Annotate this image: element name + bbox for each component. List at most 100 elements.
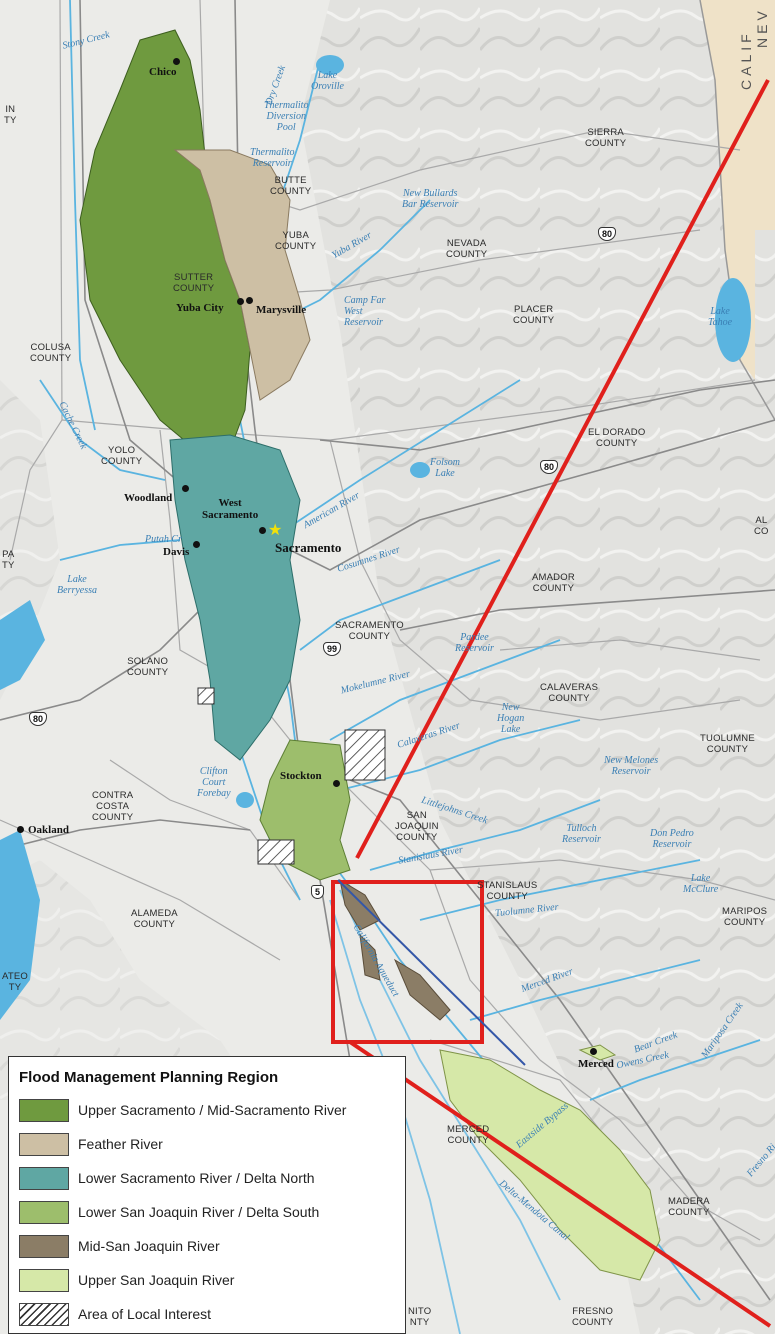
water-label: Putah Cr — [145, 534, 182, 545]
city-marker — [259, 527, 266, 534]
county-label: NITO NTY — [408, 1306, 432, 1328]
legend-label: Lower San Joaquin River / Delta South — [78, 1204, 320, 1220]
county-label: STANISLAUS COUNTY — [477, 880, 538, 902]
legend-swatch — [19, 1200, 69, 1224]
city-marker — [333, 780, 340, 787]
legend-swatch-hatch — [19, 1302, 69, 1326]
region-upper-san-joaquin — [439, 1049, 661, 1281]
lake-oroville — [316, 55, 344, 75]
legend-label: Area of Local Interest — [78, 1306, 212, 1322]
interstate-shield: 80 — [540, 460, 559, 474]
water-label: New Melones Reservoir — [604, 755, 659, 777]
region-mid-san-joaquin — [339, 878, 451, 1021]
legend-title: Flood Management Planning Region — [19, 1069, 279, 1086]
county-label: CONTRA COSTA COUNTY — [92, 790, 134, 823]
county-label: AL CO — [754, 515, 769, 537]
region-lower-sacramento — [169, 434, 301, 761]
county-label: MARIPOS COUNTY — [722, 906, 768, 928]
city-marker — [237, 298, 244, 305]
water-label: Folsom Lake — [430, 457, 460, 479]
county-label: YUBA COUNTY — [275, 230, 317, 252]
water-label: Thermalito Diversion Pool — [264, 100, 309, 133]
water-label: New Hogan Lake — [497, 702, 525, 735]
county-label: SAN JOAQUIN COUNTY — [395, 810, 439, 843]
county-label: COLUSA COUNTY — [30, 342, 72, 364]
folsom-lake — [410, 462, 430, 478]
legend-item: Lower San Joaquin River / Delta South — [19, 1195, 395, 1229]
county-label: YOLO COUNTY — [101, 445, 143, 467]
city-label: Stockton — [280, 770, 322, 782]
section-line — [337, 879, 526, 1066]
state-label-california: CALIF — [738, 30, 754, 90]
county-label: IN TY — [4, 104, 17, 126]
city-marker — [246, 297, 253, 304]
county-label: PA TY — [2, 549, 15, 571]
county-label: NEVADA COUNTY — [446, 238, 488, 260]
legend-swatch — [19, 1234, 69, 1258]
map-legend: Flood Management Planning Region Upper S… — [8, 1056, 406, 1334]
county-label: PLACER COUNTY — [513, 304, 555, 326]
capital-star-icon: ★ — [268, 520, 283, 539]
water-label: Tulloch Reservoir — [562, 823, 601, 845]
callout-box — [331, 880, 484, 1044]
legend-label: Upper Sacramento / Mid-Sacramento River — [78, 1102, 347, 1118]
legend-label: Upper San Joaquin River — [78, 1272, 235, 1288]
region-upper-sacramento — [79, 29, 251, 451]
county-label: AMADOR COUNTY — [532, 572, 575, 594]
legend-item: Lower Sacramento River / Delta North — [19, 1161, 395, 1195]
water-label: Lake Berryessa — [57, 574, 97, 596]
county-label: MADERA COUNTY — [668, 1196, 710, 1218]
county-label: TUOLUMNE COUNTY — [700, 733, 755, 755]
county-label: ALAMEDA COUNTY — [131, 908, 178, 930]
county-label: EL DORADO COUNTY — [588, 427, 646, 449]
city-label: West Sacramento — [202, 497, 259, 521]
legend-swatch — [19, 1268, 69, 1292]
city-marker — [173, 58, 180, 65]
lake-berryessa — [0, 600, 45, 690]
county-label: MERCED COUNTY — [447, 1124, 490, 1146]
city-label: Oakland — [28, 824, 69, 836]
state-label-nevada: NEV — [754, 7, 770, 48]
callout-line-lower — [348, 1040, 772, 1328]
interstate-shield: 80 — [598, 227, 617, 241]
city-label: Woodland — [124, 492, 173, 504]
legend-item: Upper San Joaquin River — [19, 1263, 395, 1297]
water-label: Thermalito Reservoir — [250, 147, 295, 169]
san-francisco-bay — [0, 830, 40, 1020]
city-marker — [182, 485, 189, 492]
clifton-court-forebay — [236, 792, 254, 808]
water-label: New Bullards Bar Reservoir — [402, 188, 459, 210]
legend-item: Feather River — [19, 1127, 395, 1161]
water-label: Lake McClure — [683, 873, 719, 895]
legend-swatch — [19, 1166, 69, 1190]
interstate-shield: 5 — [311, 885, 325, 899]
legend-item: Area of Local Interest — [19, 1297, 395, 1331]
city-label: Chico — [149, 66, 177, 78]
county-label: CALAVERAS COUNTY — [540, 682, 599, 704]
legend-swatch — [19, 1098, 69, 1122]
lakes — [0, 55, 751, 1020]
water-label: Pardee Reservoir — [455, 632, 494, 654]
local-interest-area-solano — [197, 687, 215, 705]
legend-item: Mid-San Joaquin River — [19, 1229, 395, 1263]
city-marker — [193, 541, 200, 548]
city-label: Marysville — [256, 304, 307, 316]
water-label: Lake Oroville — [311, 70, 344, 92]
legend-item: Upper Sacramento / Mid-Sacramento River — [19, 1093, 395, 1127]
legend-swatch — [19, 1132, 69, 1156]
local-interest-area-delta — [257, 839, 295, 865]
water-label: Don Pedro Reservoir — [650, 828, 694, 850]
county-label: SACRAMENTO COUNTY — [335, 620, 404, 642]
city-label: Yuba City — [176, 302, 224, 314]
highway-shield: 99 — [323, 642, 342, 656]
water-label: Lake Tahoe — [708, 306, 733, 328]
interstate-shield: 80 — [29, 712, 48, 726]
county-label: SUTTER COUNTY — [173, 272, 215, 294]
county-label: BUTTE COUNTY — [270, 175, 312, 197]
local-interest-area-stockton — [344, 729, 386, 781]
county-label: FRESNO COUNTY — [572, 1306, 614, 1328]
legend-label: Mid-San Joaquin River — [78, 1238, 220, 1254]
city-label: Davis — [163, 546, 190, 558]
water-label: Clifton Court Forebay — [197, 766, 231, 799]
